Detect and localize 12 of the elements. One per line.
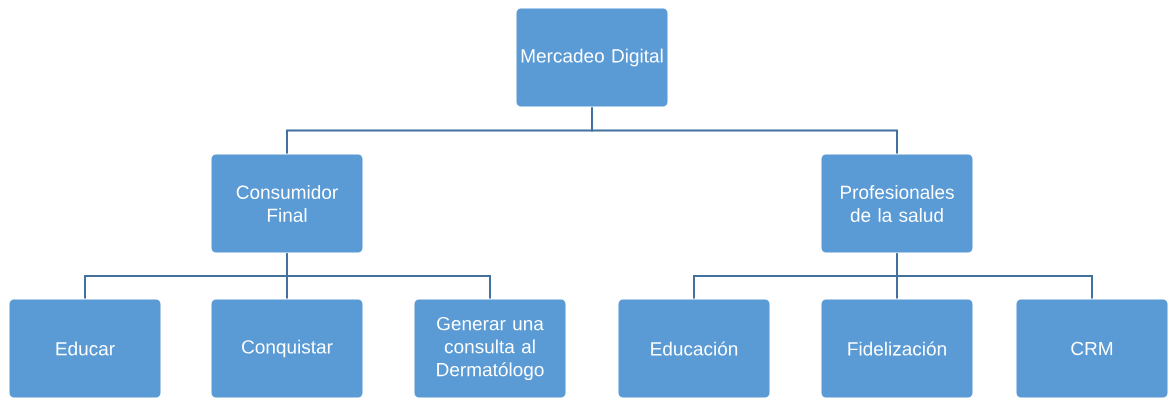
connector-line [286,252,491,300]
org-box: Conquistar [210,298,364,399]
connector-line [591,106,898,155]
org-box: Educación [617,298,771,399]
org-box: CRM [1015,298,1169,399]
org-box: Profesionales de la salud [820,153,974,254]
org-box: Consumidor Final [210,153,364,254]
connector-line [896,252,1093,300]
org-box: Generar una consulta al Dermatólogo [413,298,567,399]
org-box: Educar [8,298,162,399]
org-box: Fidelización [820,298,974,399]
org-box: Mercadeo Digital [515,7,669,108]
